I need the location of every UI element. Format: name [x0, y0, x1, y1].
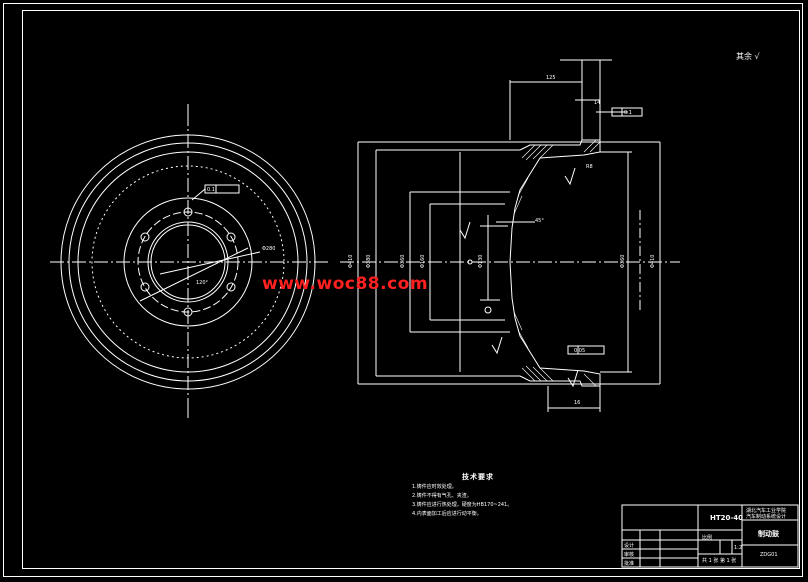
tech-requirements: 技术要求 1.铸件应时效处理。 2.铸件不得有气孔、夹渣。 3.铸件应进行热处理…	[412, 473, 512, 519]
section-view	[340, 59, 680, 412]
bolt-hole	[226, 232, 236, 242]
dim-overall: Φ410	[348, 255, 354, 268]
title-block	[621, 504, 799, 568]
bolt-hole	[226, 282, 236, 292]
dim-depth: 16	[574, 400, 580, 406]
dim-inner: Φ360	[400, 255, 406, 268]
dimension-line	[159, 251, 261, 275]
title-block-school-1: 湖北汽车工业学院	[746, 508, 787, 514]
gdt-bottom-value: 0.05	[574, 348, 585, 354]
drawing-border-inner	[22, 10, 800, 569]
title-block-scale-label: 比例	[702, 535, 713, 541]
title-block-part-name: 制动鼓	[758, 530, 779, 538]
title-block-school-2: 汽车制动系统设计	[746, 514, 787, 520]
dim-flange: Φ380	[366, 255, 372, 268]
dim-bolt-circle: Φ280	[262, 246, 275, 252]
front-view	[50, 104, 330, 418]
dim-hub: Φ160	[420, 255, 426, 268]
gdt-left-value: 0.1	[207, 187, 215, 193]
surface-roughness-icon	[567, 369, 579, 388]
surface-roughness-icon	[564, 167, 576, 186]
tech-requirement-item: 1.铸件应时效处理。	[412, 484, 457, 490]
tech-requirement-item: 2.铸件不得有气孔、夹渣。	[412, 493, 472, 499]
leader-line	[139, 247, 249, 302]
dim-right-overall: Φ410	[650, 255, 656, 268]
dim-bore: Φ130	[478, 255, 484, 268]
surface-roughness-icon	[459, 221, 471, 240]
tech-requirements-title: 技术要求	[462, 473, 494, 481]
title-block-sheet: 共 1 张 第 1 张	[702, 558, 737, 564]
title-block-drawing-no: ZDG01	[760, 552, 778, 558]
title-block-material: HT20-40	[710, 514, 744, 522]
dim-right-inner: Φ360	[620, 255, 626, 268]
dim-fillet: R8	[586, 164, 593, 170]
drawing-border-outer	[3, 3, 803, 577]
surface-finish-note: 其余 √	[736, 52, 760, 61]
title-block-row: 设计	[624, 543, 635, 549]
watermark-text: www.woc88.com	[262, 274, 429, 294]
tech-requirement-item: 3.铸件应进行热处理，硬度为HB170~241。	[412, 502, 513, 508]
title-block-scale-value: 1:2	[734, 545, 743, 551]
dim-chamfer: 45°	[535, 218, 544, 224]
gdt-top-value: 0.1	[624, 110, 632, 116]
surface-roughness-icon	[491, 336, 503, 355]
bolt-hole	[140, 232, 150, 242]
dim-angle: 120°	[196, 280, 209, 286]
dim-thick: 14	[594, 100, 600, 106]
bolt-hole	[140, 282, 150, 292]
title-block-row: 审核	[624, 552, 635, 558]
tech-requirement-item: 4.内表面加工后应进行动平衡。	[412, 511, 482, 517]
title-block-row: 批准	[624, 561, 635, 567]
dim-width: 125	[546, 75, 556, 81]
